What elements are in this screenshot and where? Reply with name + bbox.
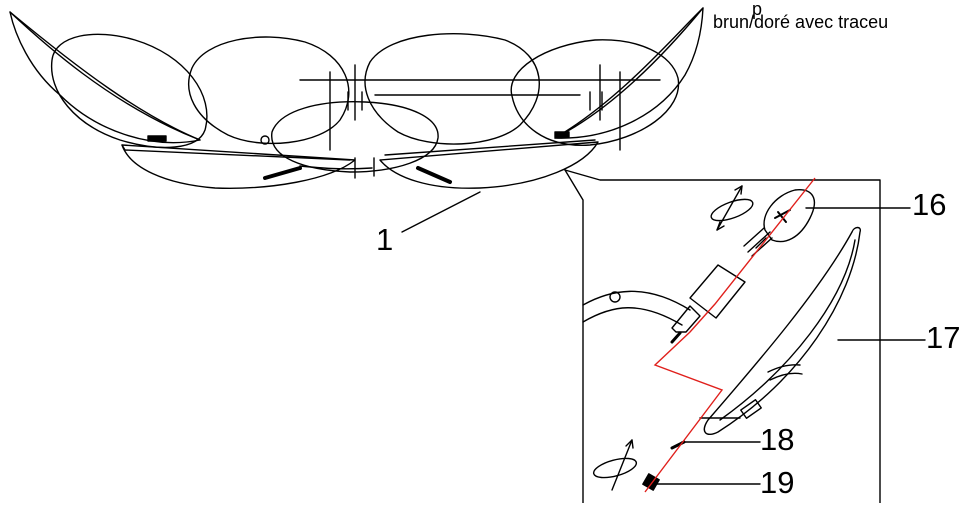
leader-line-1 [401,191,481,233]
shade-left [50,33,208,149]
callout-1: 1 [376,222,394,257]
leaf-lower-left [121,144,356,189]
ceiling-lamp [9,7,704,189]
callout-19: 19 [760,465,795,500]
shade-right-center [364,33,540,145]
rotate-arrow-top [710,185,754,231]
shade-right [510,39,680,146]
leaf-left-outer [9,11,201,144]
caption-line-1: p [752,0,763,19]
leaf-lower-right [379,141,599,189]
detail-view [582,185,926,491]
shade-left-center [188,36,350,145]
callout-18: 18 [760,422,795,457]
lamp-arm [582,290,691,326]
callout-17: 17 [926,320,961,355]
leaf-glass-shade [699,226,862,436]
leaf-right-outer [554,7,704,139]
bulb-part [743,189,815,257]
lamp-frame [299,64,661,151]
detail-frame [564,169,881,504]
assembly-path [644,177,816,493]
socket-part [670,264,746,344]
caption-line-2: brun/doré avec traceu [713,12,889,32]
callout-16: 16 [912,187,947,222]
rotate-arrow-bottom [592,439,638,491]
